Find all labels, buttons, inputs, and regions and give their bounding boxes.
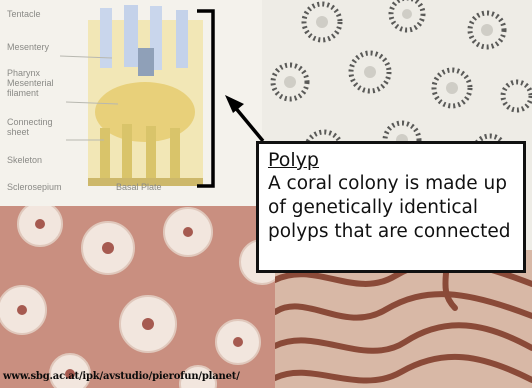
polyp-callout: Polyp A coral colony is made up of genet… <box>256 141 526 273</box>
label-connecting-sheet: Connecting sheet <box>7 117 53 137</box>
callout-title: Polyp <box>268 148 515 172</box>
label-skeleton: Skeleton <box>7 155 42 165</box>
polyp-illustration <box>0 0 262 206</box>
label-mesentery: Mesentery <box>7 42 49 52</box>
polyp-anatomy-diagram: Tentacle Mesentery Pharynx Mesenterial f… <box>0 0 262 206</box>
coral-polyps-photo <box>0 206 290 388</box>
label-pharynx: Pharynx Mesenterial filament <box>7 68 54 98</box>
label-tentacle: Tentacle <box>7 9 41 19</box>
label-basal-plate: Basal Plate <box>116 182 162 192</box>
callout-body: A coral colony is made up of genetically… <box>268 172 515 244</box>
label-sclerosepium: Sclerosepium <box>7 182 62 192</box>
source-url: www.sbg.ac.at/ipk/avstudio/pierofun/plan… <box>3 371 240 382</box>
